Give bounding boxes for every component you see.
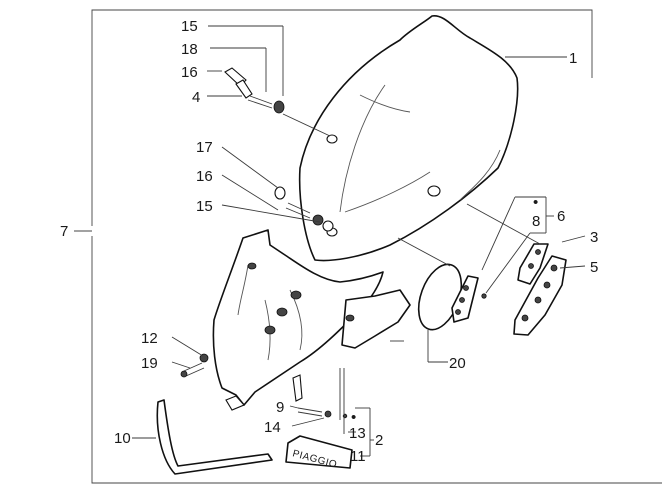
callout-16-middle: 16 [196,168,213,185]
callout-18: 18 [181,41,198,58]
windscreen [298,15,519,262]
callout-4: 4 [192,89,200,106]
callout-9: 9 [276,399,284,416]
front-shield [212,229,411,411]
screw-19 [180,353,209,378]
screw-hole [247,262,257,270]
callout-17: 17 [196,139,213,156]
callout-12: 12 [141,330,158,347]
badge-plate: PIAGGIO [285,435,353,471]
marker-dot-13: • [351,409,356,426]
callout-19: 19 [141,355,158,372]
mount-hole [326,134,338,144]
callout-15-middle: 15 [196,198,213,215]
callout-6: 6 [557,208,565,225]
clamp-right [513,243,567,336]
screw-hole [276,307,288,317]
callout-20: 20 [449,355,466,372]
marker-dot-6: • [533,194,538,211]
callout-16-top: 16 [181,64,198,81]
bracket-left [451,275,487,323]
callout-10: 10 [114,430,131,447]
screw-9 [297,407,348,419]
screw-stack-middle [274,186,334,232]
callout-3: 3 [590,229,598,246]
callout-8: 8 [532,213,540,230]
callout-2: 2 [375,432,383,449]
screw-hole [345,314,355,322]
callout-13: 13 [349,425,366,442]
small-screw [481,293,487,299]
callout-11: 11 [350,448,366,465]
callout-15-top: 15 [181,18,198,35]
callout-5: 5 [590,259,598,276]
mount-hole [427,185,441,197]
callout-14: 14 [264,419,281,436]
callout-1: 1 [569,50,577,67]
callout-7: 7 [60,223,68,240]
screw-stack-top [224,67,285,114]
trim-strip [156,399,273,475]
screw-hole [264,325,276,335]
assembly-frame [91,9,662,484]
leader-lines [132,25,586,457]
screw-hole [290,290,302,300]
